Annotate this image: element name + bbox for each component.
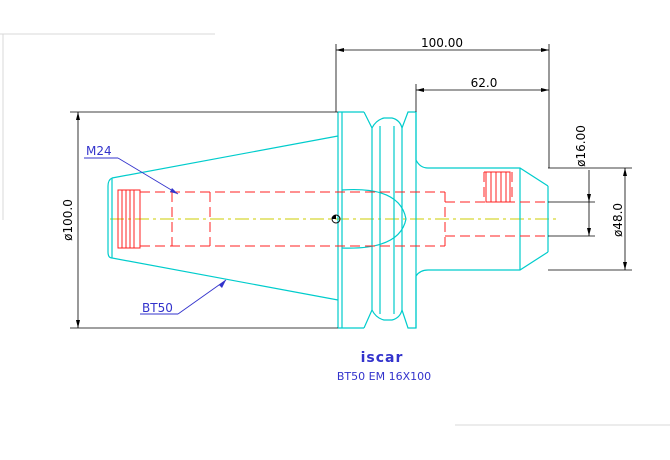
brand-logo: iscar [361,350,404,366]
callout-leaders [84,157,227,315]
tool-outline [107,111,549,329]
hidden-bore [140,171,548,247]
gauge-point [331,214,341,224]
sheet-border [0,33,670,426]
tool-designation: BT50 EM 16X100 [337,370,431,383]
dimension-arrows [76,48,627,328]
dimension-lines [70,44,632,329]
thread-detail [117,171,511,249]
dimension-overall-length: 100.00 [421,36,463,50]
dimension-shank-diameter: ø48.0 [611,203,625,237]
thread-callout: M24 [86,144,112,158]
dimension-flange-diameter: ø100.0 [61,199,75,241]
taper-callout: BT50 [142,301,173,315]
dimension-bore-diameter: ø16.00 [574,125,588,167]
callout-arrows [170,188,226,288]
dimension-shank-length: 62.0 [471,76,498,90]
